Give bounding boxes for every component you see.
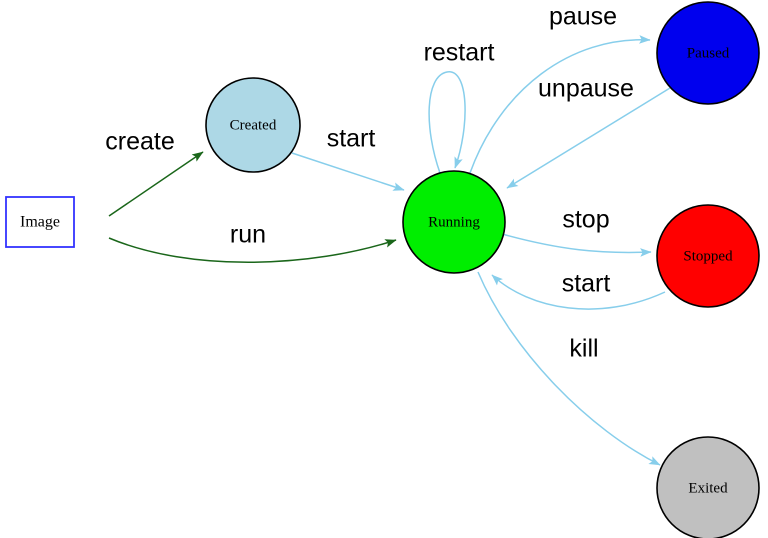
edge-create[interactable]: create xyxy=(105,128,204,217)
node-exited[interactable]: Exited xyxy=(656,436,760,538)
edge-pause-path xyxy=(469,35,651,174)
node-stopped[interactable]: Stopped xyxy=(656,204,760,308)
edge-create-label: create xyxy=(105,128,174,156)
node-running-shape xyxy=(402,170,506,274)
edge-stop[interactable]: stop xyxy=(501,206,652,257)
edge-restart-path xyxy=(428,71,466,174)
edge-stop-path xyxy=(501,233,652,257)
edge-kill[interactable]: kill xyxy=(477,271,661,466)
edge-run-label: run xyxy=(230,221,266,249)
edge-stop-label: stop xyxy=(562,206,609,234)
edge-start-stopped-running[interactable]: start xyxy=(491,270,666,310)
node-created-shape xyxy=(205,77,301,173)
edge-unpause-label: unpause xyxy=(538,75,634,103)
edge-kill-label: kill xyxy=(569,335,598,363)
edge-start-created-running-label: start xyxy=(327,125,376,153)
node-image-shape xyxy=(5,196,75,248)
edge-start-created-running-path xyxy=(291,152,405,191)
edge-pause[interactable]: pause xyxy=(469,3,651,174)
edge-unpause[interactable]: unpause xyxy=(506,75,671,189)
edge-start-created-running[interactable]: start xyxy=(291,125,405,191)
node-paused[interactable]: Paused xyxy=(656,1,760,105)
edge-create-path xyxy=(108,151,204,217)
edges-layer: create run start restart pause xyxy=(105,3,671,466)
node-created[interactable]: Created xyxy=(205,77,301,173)
node-stopped-shape xyxy=(656,204,760,308)
edge-restart[interactable]: restart xyxy=(424,39,495,174)
edge-run-path xyxy=(108,237,397,263)
edge-pause-label: pause xyxy=(549,3,617,31)
edge-start-stopped-running-label: start xyxy=(562,270,611,298)
node-paused-shape xyxy=(656,1,760,105)
edge-kill-path xyxy=(477,271,661,466)
edge-start-stopped-running-path xyxy=(491,274,666,310)
edge-run[interactable]: run xyxy=(108,221,397,263)
node-exited-shape xyxy=(656,436,760,538)
edge-restart-label: restart xyxy=(424,39,495,67)
node-image[interactable]: Image xyxy=(5,196,75,248)
edge-unpause-path xyxy=(506,87,671,189)
node-running[interactable]: Running xyxy=(402,170,506,274)
